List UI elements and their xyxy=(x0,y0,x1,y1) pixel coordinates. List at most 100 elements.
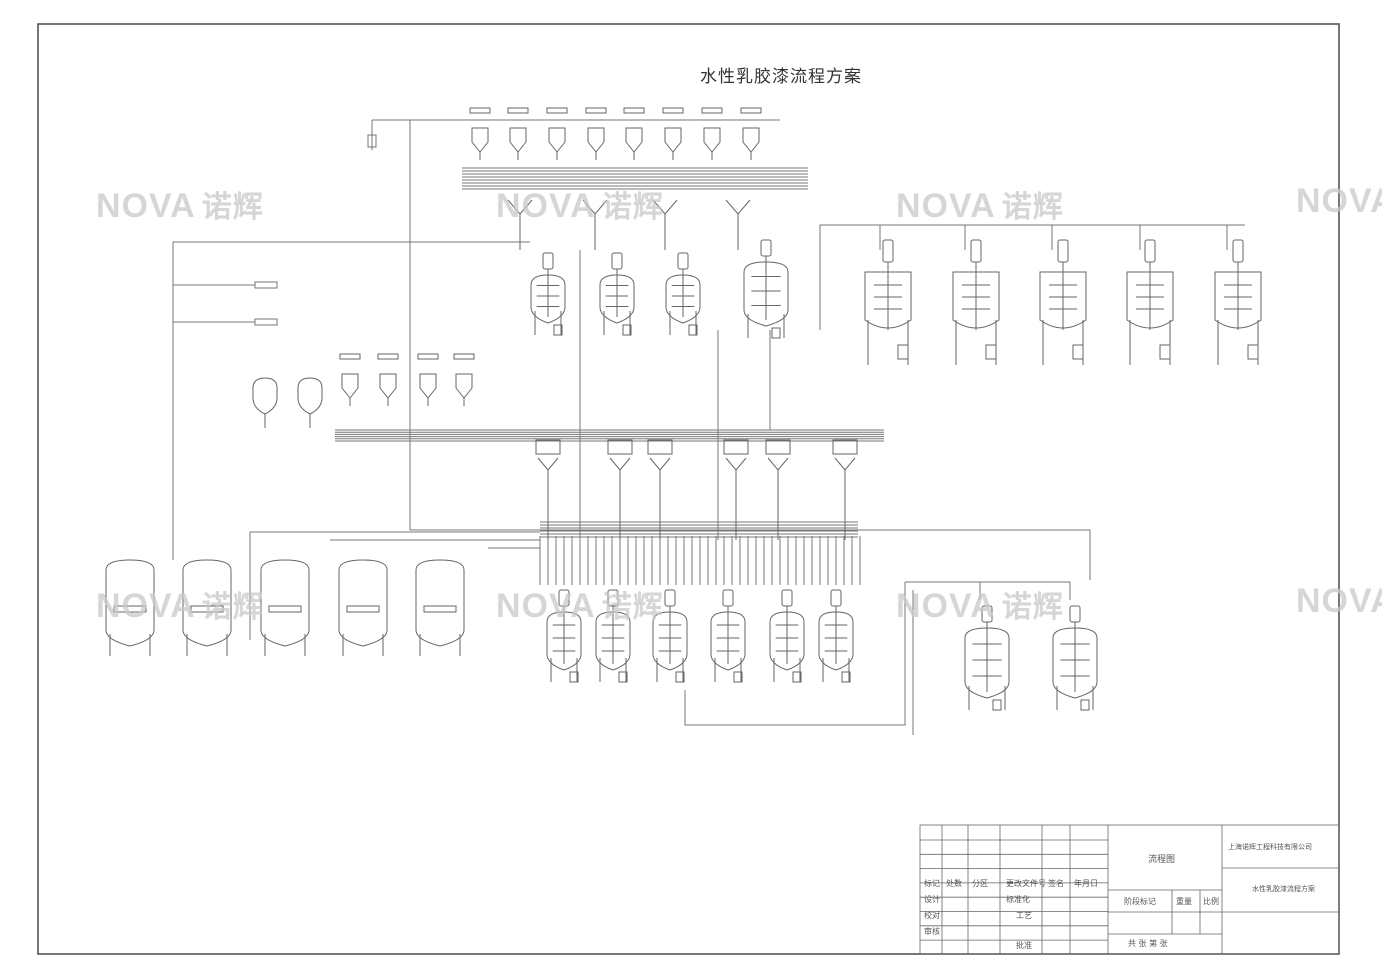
hopper-box xyxy=(607,439,633,455)
feed-funnel xyxy=(725,199,751,215)
pump xyxy=(618,671,628,683)
tb-drawing-name: 水性乳胶漆流程方案 xyxy=(1252,885,1315,893)
hopper-label-tag xyxy=(740,107,762,114)
watermark-brand: NOVA xyxy=(496,587,596,625)
mixing-tank xyxy=(769,611,805,671)
tb-center-title: 流程图 xyxy=(1148,855,1176,865)
weigh-hopper xyxy=(703,127,721,153)
hopper-box xyxy=(832,439,858,455)
feed-funnel xyxy=(767,457,789,471)
tb-row-design: 设计 xyxy=(924,895,940,904)
mixing-tank xyxy=(818,611,854,671)
watermark-cn: 诺辉 xyxy=(201,590,264,625)
letdown-tank xyxy=(952,271,1000,329)
weigh-hopper xyxy=(379,373,397,399)
feed-funnel xyxy=(834,457,856,471)
tank-label-tag xyxy=(113,605,147,613)
mixer-motor xyxy=(611,252,623,270)
watermark-brand: NOVA xyxy=(96,587,196,625)
tb-row-standard: 标准化 xyxy=(1006,895,1030,904)
hopper-box xyxy=(535,439,561,455)
mixer-motor xyxy=(970,239,982,263)
mixer-motor xyxy=(1232,239,1244,263)
pump xyxy=(792,671,802,683)
raw-material-tank xyxy=(415,559,465,647)
pipe-line xyxy=(819,224,1245,330)
pump xyxy=(553,324,563,336)
hopper-label-tag xyxy=(662,107,684,114)
tb-row-process: 工艺 xyxy=(1016,911,1032,920)
weigh-hopper xyxy=(742,127,760,153)
raw-material-tank xyxy=(260,559,310,647)
pump xyxy=(1072,344,1084,360)
pump xyxy=(569,671,579,683)
storage-drum xyxy=(297,377,323,415)
title-block-frame xyxy=(919,824,1340,955)
weigh-hopper xyxy=(548,127,566,153)
pump xyxy=(1247,344,1259,360)
watermark-cn: 诺辉 xyxy=(1001,190,1064,225)
hopper-label-tag xyxy=(469,107,491,114)
mixer-motor xyxy=(760,239,772,257)
premix-tank xyxy=(599,274,635,324)
weigh-hopper xyxy=(341,373,359,399)
weigh-hopper xyxy=(455,373,473,399)
outlet-tag xyxy=(254,281,278,289)
tb-label-change: 更改文件号 xyxy=(1006,879,1046,888)
pump xyxy=(675,671,685,683)
pipe-line xyxy=(410,529,1091,580)
diagram-title: 水性乳胶漆流程方案 xyxy=(700,67,862,87)
pipe-line xyxy=(905,581,1071,600)
pipe-line xyxy=(684,582,906,726)
premix-tank xyxy=(665,274,701,324)
equipment xyxy=(105,107,1262,711)
watermark-brand: NOVA xyxy=(1296,582,1382,620)
mixer-motor xyxy=(1144,239,1156,263)
mixing-tank xyxy=(710,611,746,671)
tb-row-check: 校对 xyxy=(924,911,940,920)
tb-row-approve: 批准 xyxy=(1016,941,1032,950)
hopper-label-tag xyxy=(507,107,529,114)
mixer-motor xyxy=(781,589,793,607)
pump xyxy=(733,671,743,683)
mixer-motor xyxy=(542,252,554,270)
tank-label-tag xyxy=(423,605,457,613)
tb-label-sign: 签名 xyxy=(1048,879,1064,888)
watermark-brand: NOVA xyxy=(496,187,596,225)
feed-funnel xyxy=(725,457,747,471)
pump xyxy=(897,344,909,360)
tb-label-count: 处数 xyxy=(946,879,962,888)
premix-tank xyxy=(530,274,566,324)
tb-label-mark: 标记 xyxy=(924,879,940,888)
mixer-motor xyxy=(722,589,734,607)
pipelines xyxy=(172,119,1245,735)
storage-drum xyxy=(252,377,278,415)
tb-sheet-label: 共 张 第 张 xyxy=(1128,939,1168,948)
letdown-tank xyxy=(1126,271,1174,329)
dispersion-tank xyxy=(743,261,789,327)
hopper-label-tag xyxy=(453,353,475,360)
watermark-brand: NOVA xyxy=(896,587,996,625)
mixer-motor xyxy=(1069,605,1081,623)
mixing-tank xyxy=(595,611,631,671)
watermark-cn: 诺辉 xyxy=(601,590,664,625)
drawing-frame xyxy=(37,23,1340,955)
tank-label-tag xyxy=(346,605,380,613)
watermark-cn: 诺辉 xyxy=(601,190,664,225)
watermark: NOVA xyxy=(1296,582,1382,621)
hopper-label-tag xyxy=(701,107,723,114)
hopper-label-tag xyxy=(623,107,645,114)
pump xyxy=(1080,699,1090,711)
pump xyxy=(688,324,698,336)
raw-material-tank xyxy=(105,559,155,647)
feed-funnel xyxy=(649,457,671,471)
hopper-label-tag xyxy=(377,353,399,360)
watermark-brand: NOVA xyxy=(1296,182,1382,220)
watermark-cn: 诺辉 xyxy=(201,190,264,225)
weigh-hopper xyxy=(419,373,437,399)
mixer-motor xyxy=(830,589,842,607)
feed-funnel xyxy=(609,457,631,471)
